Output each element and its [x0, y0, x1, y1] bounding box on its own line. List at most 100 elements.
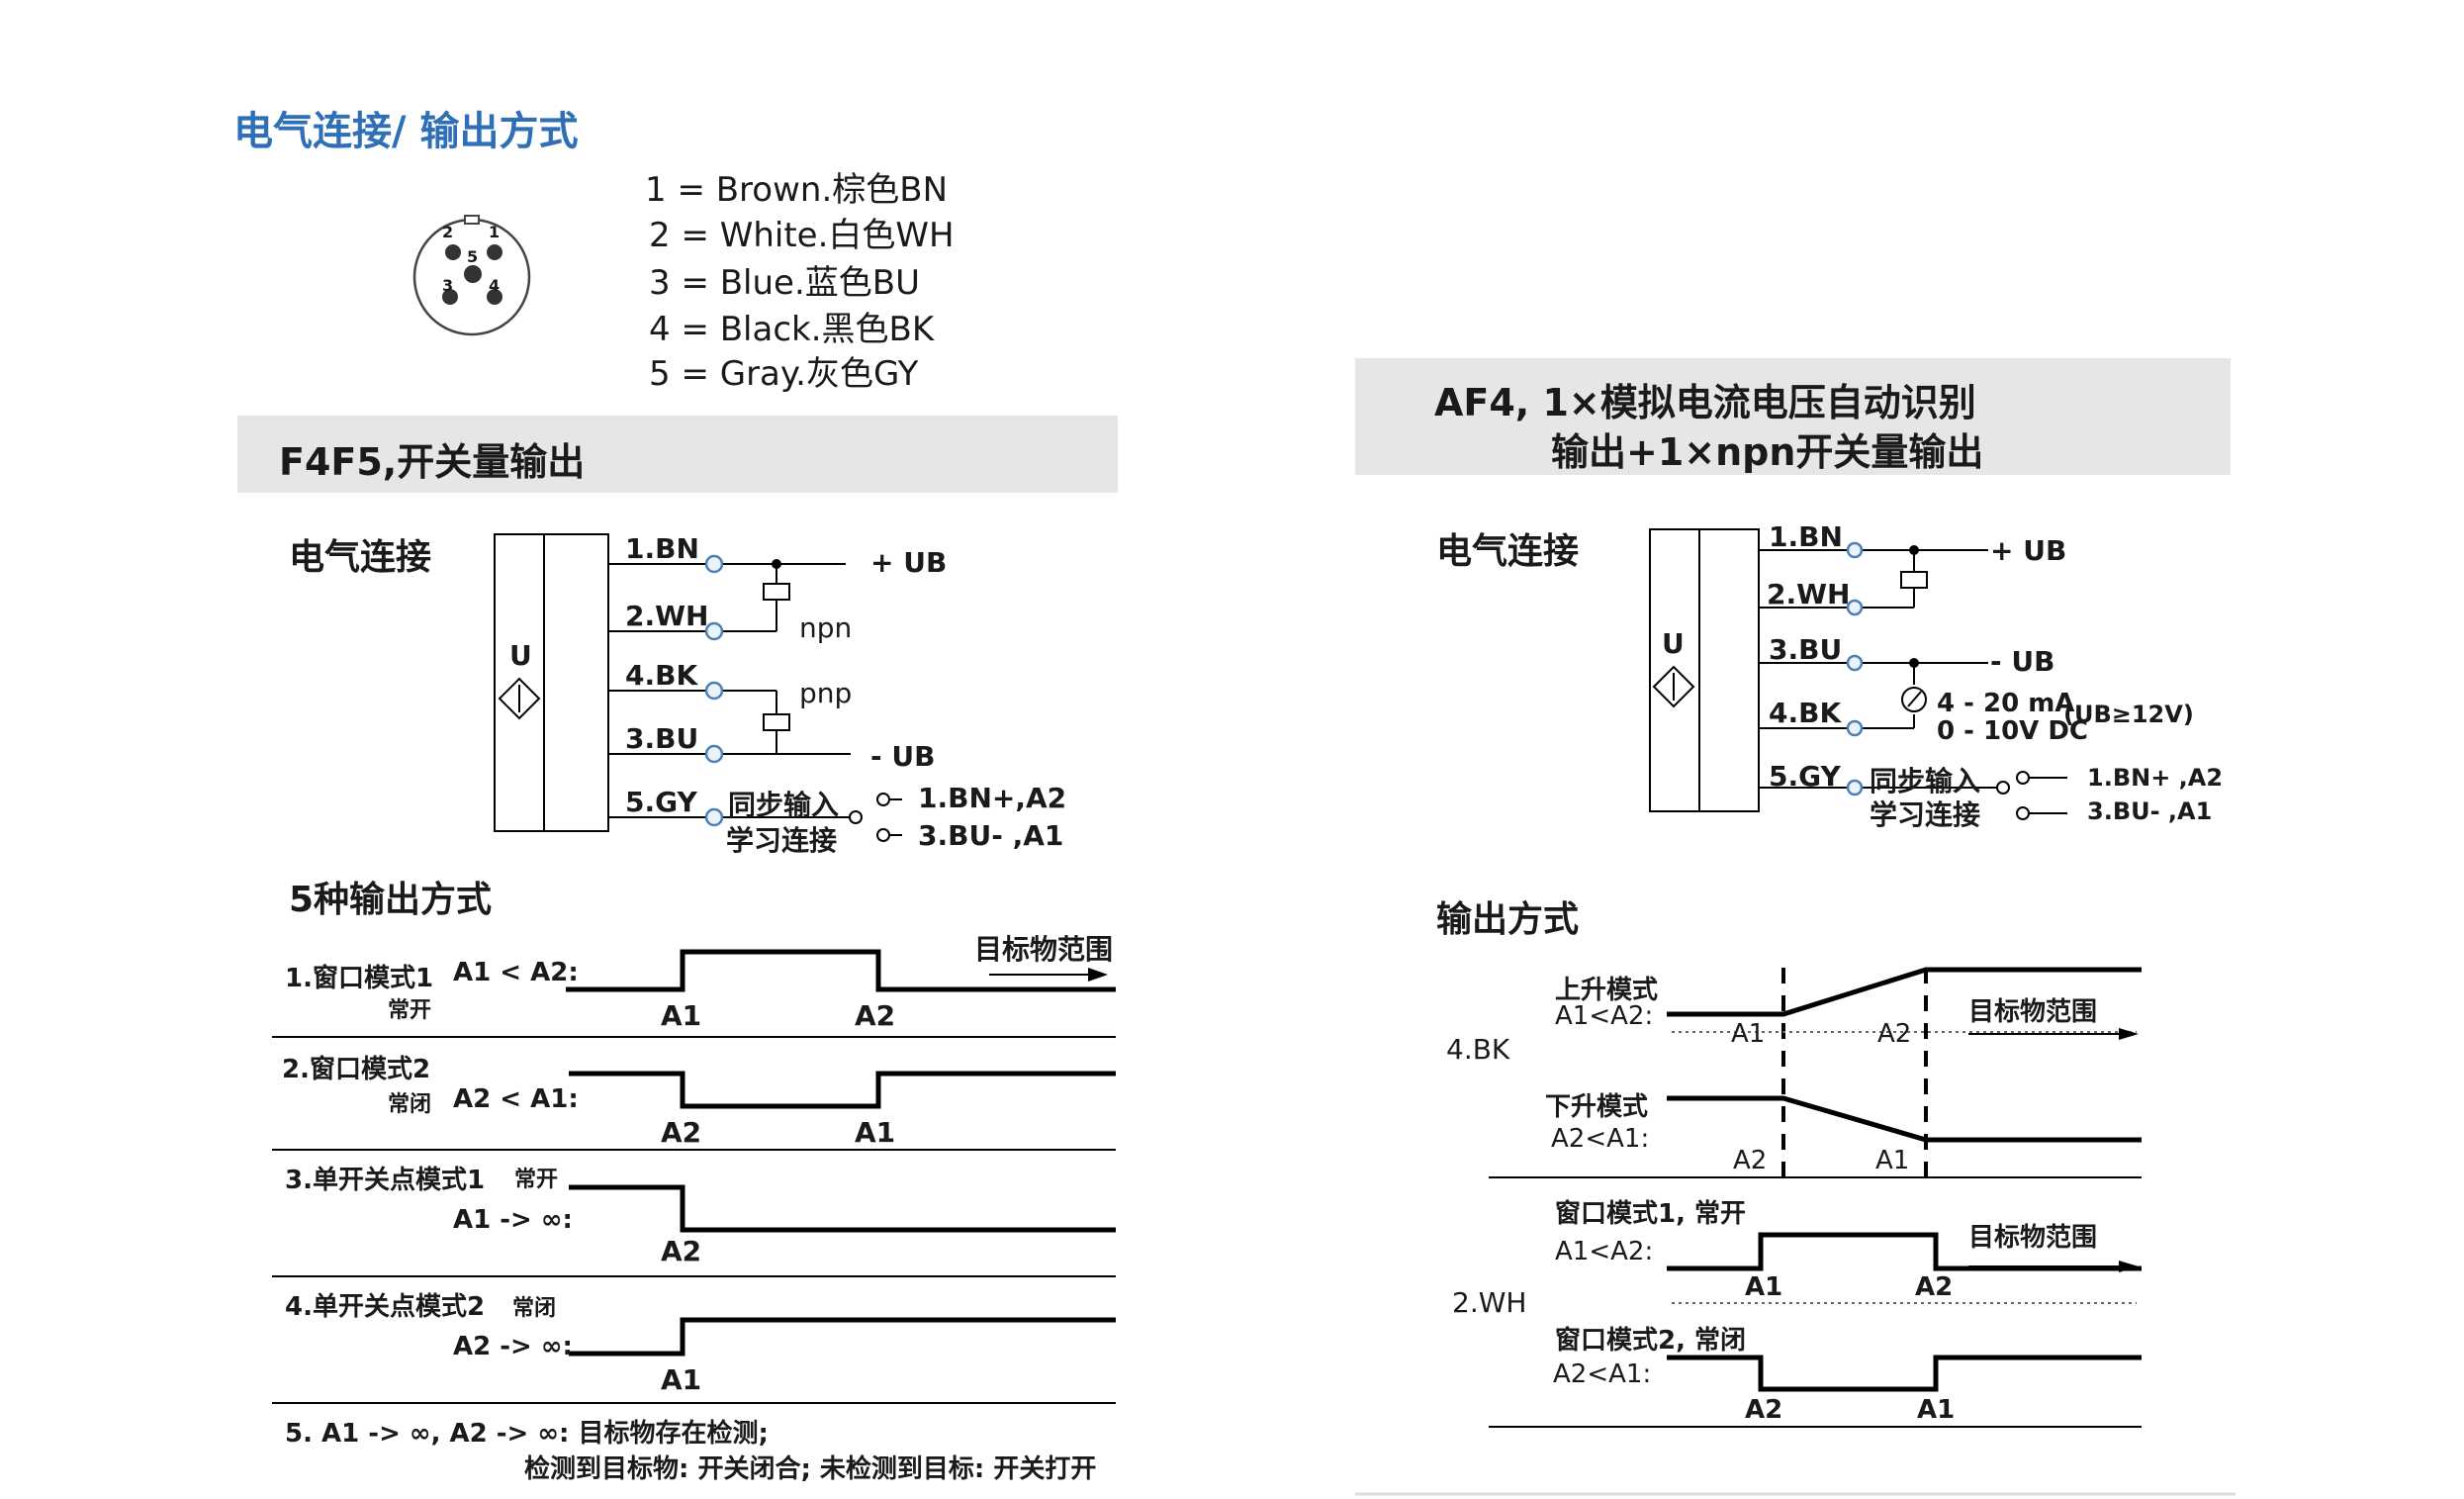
right-modes-heading: 输出方式: [1436, 899, 1580, 940]
pin-number: 2: [442, 223, 454, 241]
left-wire-label: 1.BN: [625, 532, 699, 565]
left-mode2-waveform: [569, 1071, 1116, 1109]
right-sync-in: 同步输入: [1870, 765, 1981, 797]
right-win1-a1: A1: [1745, 1272, 1783, 1302]
right-target-arrow-icon: [1968, 1028, 2139, 1272]
left-conn-heading: 电气连接: [289, 537, 432, 578]
left-pnp-label: pnp: [799, 677, 853, 709]
right-fall-waveform: [1667, 1095, 2142, 1143]
left-wire-label: 2.WH: [625, 600, 709, 632]
right-wire-label: 5.GY: [1769, 760, 1841, 793]
right-analog-1: 4 - 20 mA: [1937, 689, 2075, 718]
right-wire-label: 4.BK: [1769, 697, 1842, 729]
left-mode4-cond: A2 -> ∞:: [453, 1332, 573, 1361]
left-target-range: 目标物范围: [974, 933, 1114, 966]
right-band: [1355, 358, 2231, 475]
left-wire-label: 4.BK: [625, 659, 698, 692]
left-mode4-mark: A1: [661, 1363, 702, 1396]
right-fall-a1: A1: [1875, 1146, 1910, 1175]
right-win1-title: 窗口模式1, 常开: [1555, 1199, 1747, 1229]
right-conn-heading: 电气连接: [1436, 531, 1580, 572]
left-mode5-line2: 检测到目标物: 开关闭合; 未检测到目标: 开关打开: [524, 1454, 1097, 1484]
pin-number: 4: [489, 276, 501, 295]
right-win2-cond: A2<A1:: [1553, 1359, 1652, 1389]
left-wire-label: 3.BU: [625, 722, 699, 755]
right-rise-waveform: [1667, 967, 2142, 1017]
right-sensor-box: [1649, 528, 1760, 812]
left-sensor-label: U: [509, 639, 532, 672]
right-win2-title: 窗口模式2, 常闭: [1555, 1326, 1747, 1356]
left-mode2-title: 2.窗口模式2: [282, 1055, 431, 1084]
right-fall-cond: A2<A1:: [1551, 1124, 1650, 1154]
pin-legend-item: 2 = White.白色WH: [649, 216, 955, 255]
right-rise-a1: A1: [1731, 1019, 1766, 1049]
right-opt-1: 1.BN+ ,A2: [2087, 764, 2224, 792]
left-mode1-title: 1.窗口模式1: [285, 964, 434, 993]
left-opt-2: 3.BU- ,A1: [918, 819, 1064, 852]
right-analog-2: 0 - 10V DC: [1937, 716, 2089, 746]
left-mode3-cond: A1 -> ∞:: [453, 1205, 573, 1235]
right-learn-conn: 学习连接: [1870, 798, 1981, 831]
right-band-title-2: 输出+1×npn开关量输出: [1551, 430, 1984, 474]
left-mode1-mark: A2: [855, 999, 896, 1032]
left-mode1-note: 常开: [388, 998, 432, 1023]
right-wh-label: 2.WH: [1452, 1286, 1527, 1319]
left-mode3-waveform: [569, 1184, 1116, 1233]
left-band-title: F4F5,开关量输出: [279, 440, 586, 484]
right-win1-a2: A2: [1915, 1272, 1954, 1302]
left-opt-1: 1.BN+,A2: [918, 782, 1067, 814]
left-mode2-note: 常闭: [388, 1092, 432, 1117]
left-mode3-title: 3.单开关点模式1: [285, 1166, 486, 1195]
pin-number: 1: [489, 223, 501, 241]
left-mode1-cond: A1 < A2:: [453, 958, 579, 987]
pin-legend-item: 3 = Blue.蓝色BU: [649, 263, 920, 303]
left-band: [237, 416, 1118, 493]
left-mode1-waveform: [566, 949, 1116, 992]
left-minus-ub: - UB: [870, 740, 936, 773]
left-mode4-waveform: [569, 1317, 1116, 1357]
right-win1-cond: A1<A2:: [1555, 1237, 1654, 1266]
right-rise-cond: A1<A2:: [1555, 1001, 1654, 1031]
right-target-range: 目标物范围: [1968, 997, 2098, 1027]
right-wire-label: 3.BU: [1769, 633, 1843, 666]
pin-legend-item: 4 = Black.黑色BK: [649, 310, 935, 349]
right-opt-2: 3.BU- ,A1: [2087, 797, 2213, 825]
right-wires: [1759, 541, 2067, 820]
left-wires: [608, 554, 902, 842]
left-learn-conn: 学习连接: [726, 824, 838, 857]
right-sensor-label: U: [1662, 627, 1685, 660]
right-rise-title: 上升模式: [1555, 976, 1659, 1005]
right-bk-label: 4.BK: [1446, 1033, 1510, 1066]
left-mode2-mark: A1: [855, 1116, 896, 1149]
right-win2-a2: A2: [1745, 1395, 1783, 1425]
right-target-range-2: 目标物范围: [1968, 1223, 2098, 1253]
pin-number: 5: [467, 247, 479, 266]
right-minus-ub: - UB: [1990, 645, 2055, 678]
pin-legend-item: 1 = Brown.棕色BN: [645, 170, 949, 210]
right-win1-waveform: [1667, 1232, 2142, 1271]
left-plus-ub: + UB: [870, 546, 948, 579]
right-win2-a1: A1: [1917, 1395, 1956, 1425]
right-fall-title: 下升模式: [1545, 1092, 1649, 1122]
right-fall-a2: A2: [1733, 1146, 1768, 1175]
left-mode2-cond: A2 < A1:: [453, 1084, 579, 1114]
left-mode1-mark: A1: [661, 999, 702, 1032]
pin-legend-item: 5 = Gray.灰色GY: [649, 354, 919, 394]
left-mode4-title: 4.单开关点模式2: [285, 1292, 486, 1322]
left-mode2-mark: A2: [661, 1116, 702, 1149]
right-wire-label: 1.BN: [1769, 520, 1843, 553]
left-target-arrow-icon: [989, 968, 1108, 982]
left-mode3-note: 常开: [514, 1168, 559, 1192]
left-npn-label: npn: [799, 611, 853, 644]
left-modes-heading: 5种输出方式: [289, 880, 493, 920]
left-sync-in: 同步输入: [728, 789, 840, 821]
left-mode4-note: 常闭: [512, 1296, 557, 1321]
right-wire-label: 2.WH: [1767, 578, 1851, 610]
left-mode3-mark: A2: [661, 1235, 702, 1267]
right-win2-waveform: [1667, 1355, 2142, 1392]
left-sensor-box: [494, 533, 609, 832]
left-wire-label: 5.GY: [625, 786, 697, 818]
right-rise-a2: A2: [1877, 1019, 1912, 1049]
right-plus-ub: + UB: [1990, 534, 2067, 567]
